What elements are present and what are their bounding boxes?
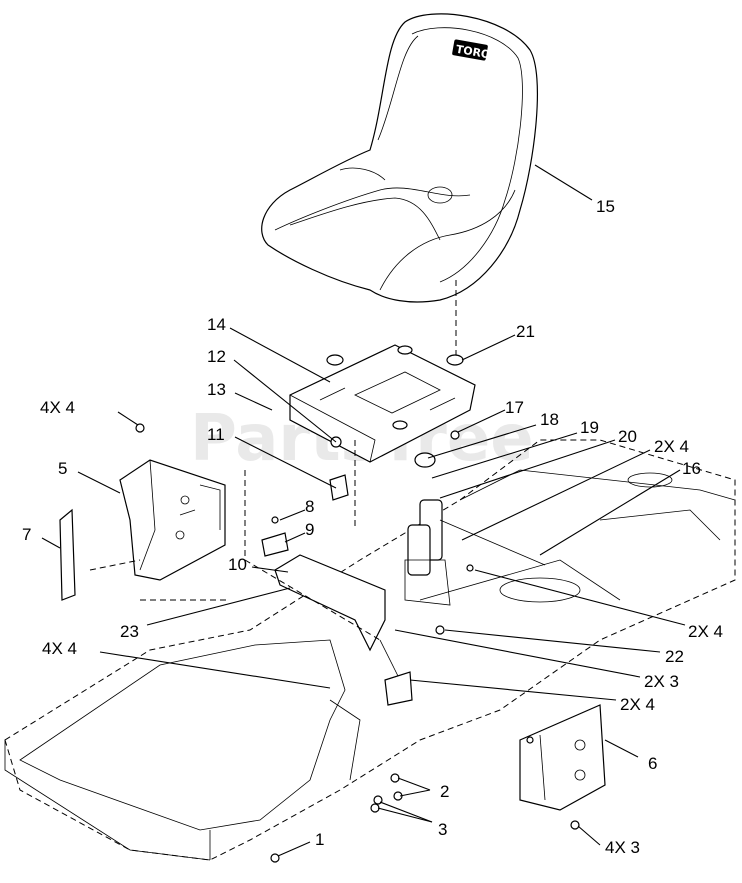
seat-springs [404,452,451,606]
callout-23: 23 [120,622,139,641]
seat-mounting-plate [289,344,476,463]
callout-6: 6 [648,754,657,773]
callout-2: 2 [440,782,449,801]
callout-9: 9 [305,520,314,539]
callout-4x4-top: 4X 4 [40,398,75,417]
callout-16: 16 [682,459,701,478]
foam-strip [59,508,76,601]
callout-labels: 15 14 21 12 13 4X 4 17 18 19 11 20 2X 4 … [22,197,723,857]
callout-15: 15 [596,197,615,216]
callout-4x3: 4X 3 [605,838,640,857]
seat-adjuster-bar [274,554,386,652]
callout-7: 7 [22,525,31,544]
callout-1: 1 [315,830,324,849]
seat: TORO [261,13,538,303]
callout-2x4-low: 2X 4 [620,695,655,714]
frame [4,439,736,861]
callout-18: 18 [540,410,559,429]
callout-19: 19 [580,418,599,437]
callout-2x3: 2X 3 [644,672,679,691]
callout-4x4-bottom: 4X 4 [42,639,77,658]
callout-10: 10 [228,555,247,574]
callout-22: 22 [665,647,684,666]
left-bracket [119,459,226,581]
callout-17: 17 [505,398,524,417]
callout-13: 13 [207,380,226,399]
callout-5: 5 [58,459,67,478]
callout-14: 14 [207,315,226,334]
callout-12: 12 [207,347,226,366]
callout-2x4-top: 2X 4 [654,437,689,456]
callout-11: 11 [207,425,225,444]
seat-logo-text: TORO [455,43,491,62]
callout-2x4-mid: 2X 4 [688,622,723,641]
callout-3: 3 [438,820,447,839]
callout-8: 8 [305,497,314,516]
right-bracket [519,704,606,811]
callout-20: 20 [618,427,637,446]
seat-logo-badge [452,39,488,61]
leader-lines [41,164,686,857]
callout-21: 21 [516,322,535,341]
